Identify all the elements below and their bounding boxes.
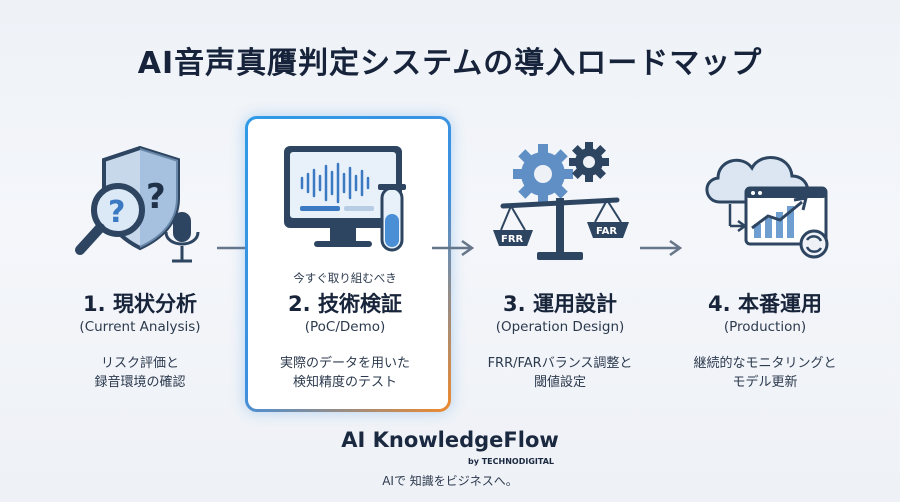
svg-text:?: ?	[146, 177, 166, 217]
step-subtitle: (Production)	[723, 319, 807, 335]
brand-name: AI KnowledgeFlow	[341, 428, 559, 452]
description-line: 検知精度のテスト	[292, 375, 397, 390]
step-description: リスク評価と 録音環境の確認	[35, 354, 245, 392]
monitor-waveform-test-tube-icon	[240, 140, 450, 290]
step-title: 3. 運用設計	[503, 292, 617, 316]
step-title: 1. 現状分析	[83, 292, 197, 316]
step-subtitle: (Current Analysis)	[79, 319, 201, 335]
description-line: FRR/FARバランス調整と	[487, 356, 633, 371]
description-line: 閾値設定	[533, 375, 586, 390]
brand-tagline: AIで 知識をビジネスへ。	[382, 474, 518, 488]
priority-tag: 今すぐ取り組むべき	[293, 271, 397, 285]
description-line: リスク評価と	[100, 356, 179, 371]
arrow-right-icon	[640, 239, 683, 257]
gears-scale-icon: FRR FAR	[455, 140, 665, 290]
svg-text:?: ?	[108, 195, 125, 230]
step-description: 継続的なモニタリングと モデル更新	[660, 354, 870, 392]
magnifier-shield-microphone-icon: ? ?	[35, 140, 245, 290]
step-title: 4. 本番運用	[708, 292, 822, 316]
description-line: モデル更新	[732, 375, 798, 390]
step-subtitle: (PoC/Demo)	[304, 319, 386, 335]
arrow-right-icon	[432, 239, 475, 257]
frr-label: FRR	[501, 234, 524, 245]
cloud-dashboard-chart-icon	[660, 140, 870, 290]
step-description: FRR/FARバランス調整と 閾値設定	[455, 354, 665, 392]
far-label: FAR	[596, 226, 617, 237]
step-title: 2. 技術検証	[288, 292, 402, 316]
brand-block: AI KnowledgeFlow by TECHNODIGITAL AIで 知識…	[0, 428, 900, 488]
step-description: 実際のデータを用いた 検知精度のテスト	[240, 354, 450, 392]
step-subtitle: (Operation Design)	[495, 319, 625, 335]
description-line: 継続的なモニタリングと	[693, 356, 837, 371]
brand-by: by TECHNODIGITAL	[468, 457, 554, 466]
page-title: AI音声真贋判定システムの導入ロードマップ	[137, 46, 763, 81]
description-line: 録音環境の確認	[94, 375, 186, 390]
description-line: 実際のデータを用いた	[279, 356, 410, 371]
